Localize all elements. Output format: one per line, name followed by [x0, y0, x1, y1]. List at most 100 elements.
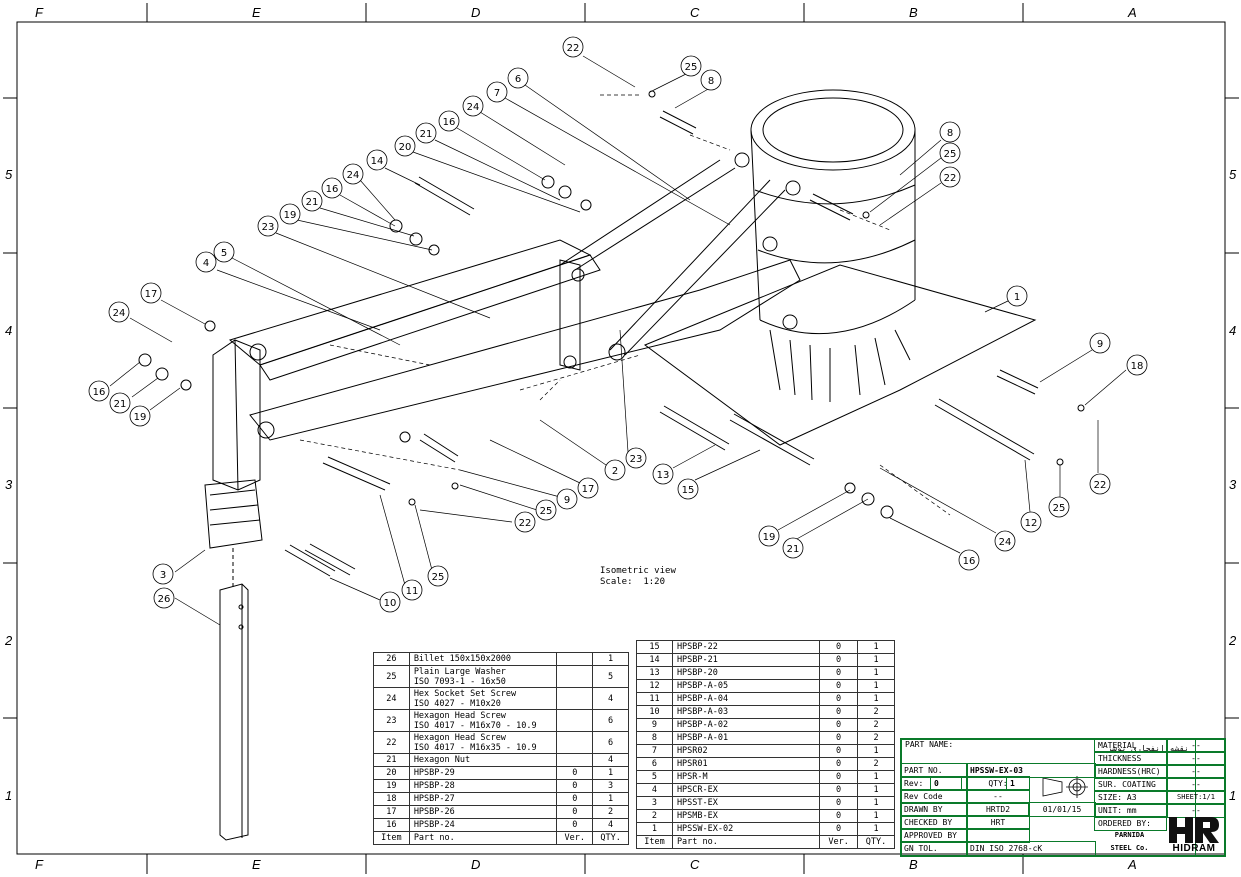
- bom-qty-text: 2: [873, 707, 879, 717]
- bom-part-text: Part no.: [676, 837, 718, 847]
- bom-ver-text: 0: [836, 681, 842, 691]
- callout-balloon: [1089, 473, 1111, 495]
- bom-ver-text: 0: [572, 768, 578, 778]
- bom-qty-text: 1: [873, 746, 879, 756]
- bom-item-text: 15: [649, 642, 660, 652]
- bom-cell-part: HPSCR-EX: [671, 783, 821, 797]
- coating-label: SUR. COATING: [1094, 777, 1168, 792]
- zone-number-2-left: 2: [5, 633, 13, 648]
- callout-balloon: [1020, 511, 1042, 533]
- callout-balloon: [939, 142, 961, 164]
- callout-balloon: [108, 301, 130, 323]
- bom-qty-text: 1: [873, 772, 879, 782]
- bom-cell-part: HPSBP-A-02: [671, 718, 821, 732]
- bom-part-text: HPSST-EX: [676, 798, 718, 808]
- bom-cell-qty: 1: [857, 640, 895, 654]
- callout-number: 6: [515, 74, 521, 85]
- bom-cell-item: 4: [636, 783, 673, 797]
- callout-number: 21: [306, 197, 319, 208]
- bom-qty-text: 1: [873, 824, 879, 834]
- link-arm: [559, 259, 581, 371]
- callout-balloon: [152, 563, 174, 585]
- callout-balloon: [438, 110, 460, 132]
- bom-cell-item: 10: [636, 705, 673, 719]
- bom-cell-item: 1: [636, 822, 673, 836]
- bom-cell-item: 7: [636, 744, 673, 758]
- bom-ver-text: Ver.: [828, 837, 849, 847]
- bom-cell-item: 14: [636, 653, 673, 667]
- zone-letter-d-top: D: [471, 5, 481, 20]
- bom-ver-text: 0: [836, 720, 842, 730]
- bom-cell-part: HPSMB-EX: [671, 809, 821, 823]
- bom-cell-part: Hexagon Nut: [408, 753, 558, 767]
- bom-cell-part: HPSBP-27: [408, 792, 558, 806]
- bom-cell-ver: 0: [819, 822, 859, 836]
- callout-balloon: [758, 525, 780, 547]
- zone-number-4-right: 4: [1229, 323, 1237, 338]
- bom-part-text: HPSBP-A-01: [676, 733, 729, 743]
- bom-cell-part: HPSR02: [671, 744, 821, 758]
- bom-qty-text: 2: [873, 720, 879, 730]
- bom-item-text: 22: [386, 737, 397, 748]
- bom-item-text: 10: [649, 707, 660, 717]
- callout-balloon: [556, 488, 578, 510]
- checked-by-value: HRT: [966, 815, 1030, 830]
- hidram-logo-icon: [1169, 817, 1219, 843]
- bom-cell-qty: 1: [592, 792, 629, 806]
- bom-cell-ver: [556, 665, 594, 688]
- bom-part-text: HPSCR-EX: [676, 785, 718, 795]
- bom-part-text: HPSBP-A-04: [676, 694, 729, 704]
- callout-balloon: [1006, 285, 1028, 307]
- bom-part-text: Hexagon Nut: [413, 755, 471, 765]
- bom-part-text: HPSBP-A-03: [676, 707, 729, 717]
- bom-cell-qty: 4: [592, 818, 629, 832]
- rev-code-value: --: [966, 789, 1030, 804]
- callout-number: 25: [944, 149, 957, 160]
- gn-tol-label: GN TOL.: [900, 841, 968, 857]
- bom-cell-item: Item: [636, 835, 673, 849]
- bom-cell-ver: 0: [819, 770, 859, 784]
- bom-cell-ver: 0: [819, 796, 859, 810]
- bom-cell-ver: 0: [819, 692, 859, 706]
- zone-number-4-left: 4: [5, 323, 13, 338]
- bom-ver-text: 0: [836, 642, 842, 652]
- bom-part-text: HPSR02: [676, 746, 708, 756]
- bom-ver-text: 0: [836, 733, 842, 743]
- bom-cell-ver: 0: [556, 766, 594, 780]
- bom-item-text: 11: [649, 694, 660, 704]
- bom-qty-text: 1: [873, 785, 879, 795]
- callout-balloon: [562, 36, 584, 58]
- bom-item-text: 13: [649, 668, 660, 678]
- part-no-label: PART NO.: [900, 763, 968, 778]
- bom-cell-ver: Ver.: [556, 831, 594, 845]
- bom-item-text: Item: [644, 837, 665, 847]
- bom-qty-text: 1: [873, 694, 879, 704]
- bom-item-text: 6: [651, 759, 658, 769]
- zone-letter-a-top: A: [1128, 5, 1137, 20]
- callout-number: 23: [262, 222, 275, 233]
- bom-cell-qty: 1: [857, 666, 895, 680]
- bom-cell-ver: 0: [819, 744, 859, 758]
- callout-balloon: [88, 380, 110, 402]
- bom-cell-part: HPSBP-28: [408, 779, 558, 793]
- callout-number: 10: [384, 598, 397, 609]
- bom-ver-text: 0: [836, 707, 842, 717]
- bom-cell-item: 23: [373, 709, 410, 732]
- bom-cell-item: 25: [373, 665, 410, 688]
- bom-item-text: Item: [381, 833, 402, 843]
- part-name-value: نقشه انفجاری پوشر: [1107, 744, 1190, 753]
- bom-item-text: 21: [386, 755, 397, 765]
- callout-balloon: [257, 215, 279, 237]
- bom-cell-item: 22: [373, 731, 410, 754]
- bom-qty-text: 1: [873, 811, 879, 821]
- bom-cell-qty: 5: [592, 665, 629, 688]
- bom-cell-item: 19: [373, 779, 410, 793]
- thickness-value: --: [1166, 751, 1226, 766]
- bom-cell-ver: 0: [819, 809, 859, 823]
- zone-number-1-right: 1: [1229, 788, 1237, 803]
